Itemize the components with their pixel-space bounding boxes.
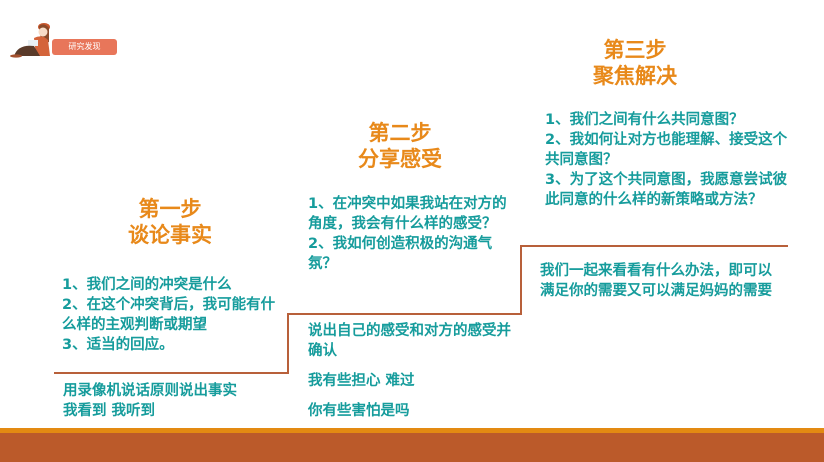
step3-question: 2、我如何让对方也能理解、接受这个共同意图？ [545,132,788,168]
step1-question: 2、在这个冲突背后，我可能有什么样的主观判断或期望 [62,297,276,333]
step2-example: 我有些担心 难过 [308,373,415,389]
step2-question: 1、在冲突中如果我站在对方的角度，我会有什么样的感受？ [308,196,507,232]
step1-title: 第一步 谈论事实 [90,196,250,248]
step1-examples: 用录像机说话原则说出事实 我看到 我听到 [63,381,293,421]
step1-question: 1、我们之间的冲突是什么 [62,277,232,293]
step1-name: 谈论事实 [128,223,212,247]
girl-reading-icon [10,23,50,58]
footer-stripe [0,428,824,433]
step2-example: 说出自己的感受和对方的感受并确认 [308,323,511,359]
step3-title: 第三步 聚焦解决 [580,37,690,89]
step3-questions: 1、我们之间有什么共同意图？ 2、我如何让对方也能理解、接受这个共同意图？ 3、… [545,110,790,210]
step2-title: 第二步 分享感受 [330,120,470,172]
step2-question: 2、我如何创造积极的沟通气氛？ [308,236,493,272]
step3-name: 聚焦解决 [593,64,677,88]
logo-tag: 研究发现 [52,39,117,55]
step1-question: 3、适当的回应。 [62,337,174,353]
step2-examples: 说出自己的感受和对方的感受并确认 我有些担心 难过 你有些害怕是吗 [308,321,518,421]
stair-line [54,372,289,374]
stair-line [287,313,289,374]
step2-number: 第二步 [368,121,432,145]
logo [6,10,52,58]
stair-line [287,313,521,315]
step3-example: 我们一起来看看有什么办法，即可以满足你的需要又可以满足妈妈的需要 [540,263,772,299]
step2-name: 分享感受 [358,147,442,171]
step3-question: 1、我们之间有什么共同意图？ [545,112,744,128]
step1-questions: 1、我们之间的冲突是什么 2、在这个冲突背后，我可能有什么样的主观判断或期望 3… [62,275,282,355]
stair-line [520,245,522,315]
step2-example: 你有些害怕是吗 [308,403,410,419]
step1-number: 第一步 [138,197,202,221]
step3-question: 3、为了这个共同意图，我愿意尝试彼此同意的什么样的新策略或方法？ [545,172,788,208]
step3-examples: 我们一起来看看有什么办法，即可以满足你的需要又可以满足妈妈的需要 [540,261,785,301]
stair-line [520,245,788,247]
footer-band [0,433,824,462]
step1-example: 用录像机说话原则说出事实 [63,383,237,399]
step3-number: 第三步 [603,38,667,62]
step1-example: 我看到 我听到 [63,403,156,419]
step2-questions: 1、在冲突中如果我站在对方的角度，我会有什么样的感受？ 2、我如何创造积极的沟通… [308,194,513,274]
